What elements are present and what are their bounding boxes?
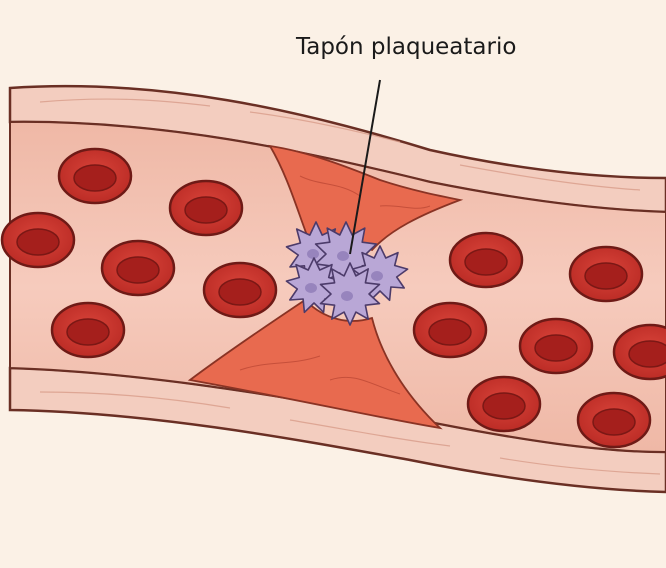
red-blood-cell xyxy=(448,231,524,289)
platelet-core xyxy=(371,271,383,281)
platelet-core xyxy=(307,249,319,259)
fibrin-clot-bottom xyxy=(187,298,443,430)
platelet-core xyxy=(341,291,353,301)
red-blood-cell xyxy=(100,239,176,297)
red-blood-cell xyxy=(50,301,126,359)
red-blood-cell xyxy=(202,261,278,319)
red-blood-cell xyxy=(0,211,76,269)
platelet-plug xyxy=(285,221,409,326)
red-blood-cell xyxy=(568,245,644,303)
red-blood-cell xyxy=(576,391,652,449)
wall-texture xyxy=(39,98,661,475)
red-blood-cell xyxy=(466,375,542,433)
platelet-core xyxy=(337,251,349,261)
red-blood-cell xyxy=(518,317,594,375)
red-blood-cell xyxy=(412,301,488,359)
label-leader-line xyxy=(349,79,381,255)
red-blood-cell xyxy=(57,147,133,205)
red-blood-cell xyxy=(168,179,244,237)
platelet-core xyxy=(305,283,317,293)
platelet-plug-label: Tapón plaqueatario xyxy=(296,34,517,60)
